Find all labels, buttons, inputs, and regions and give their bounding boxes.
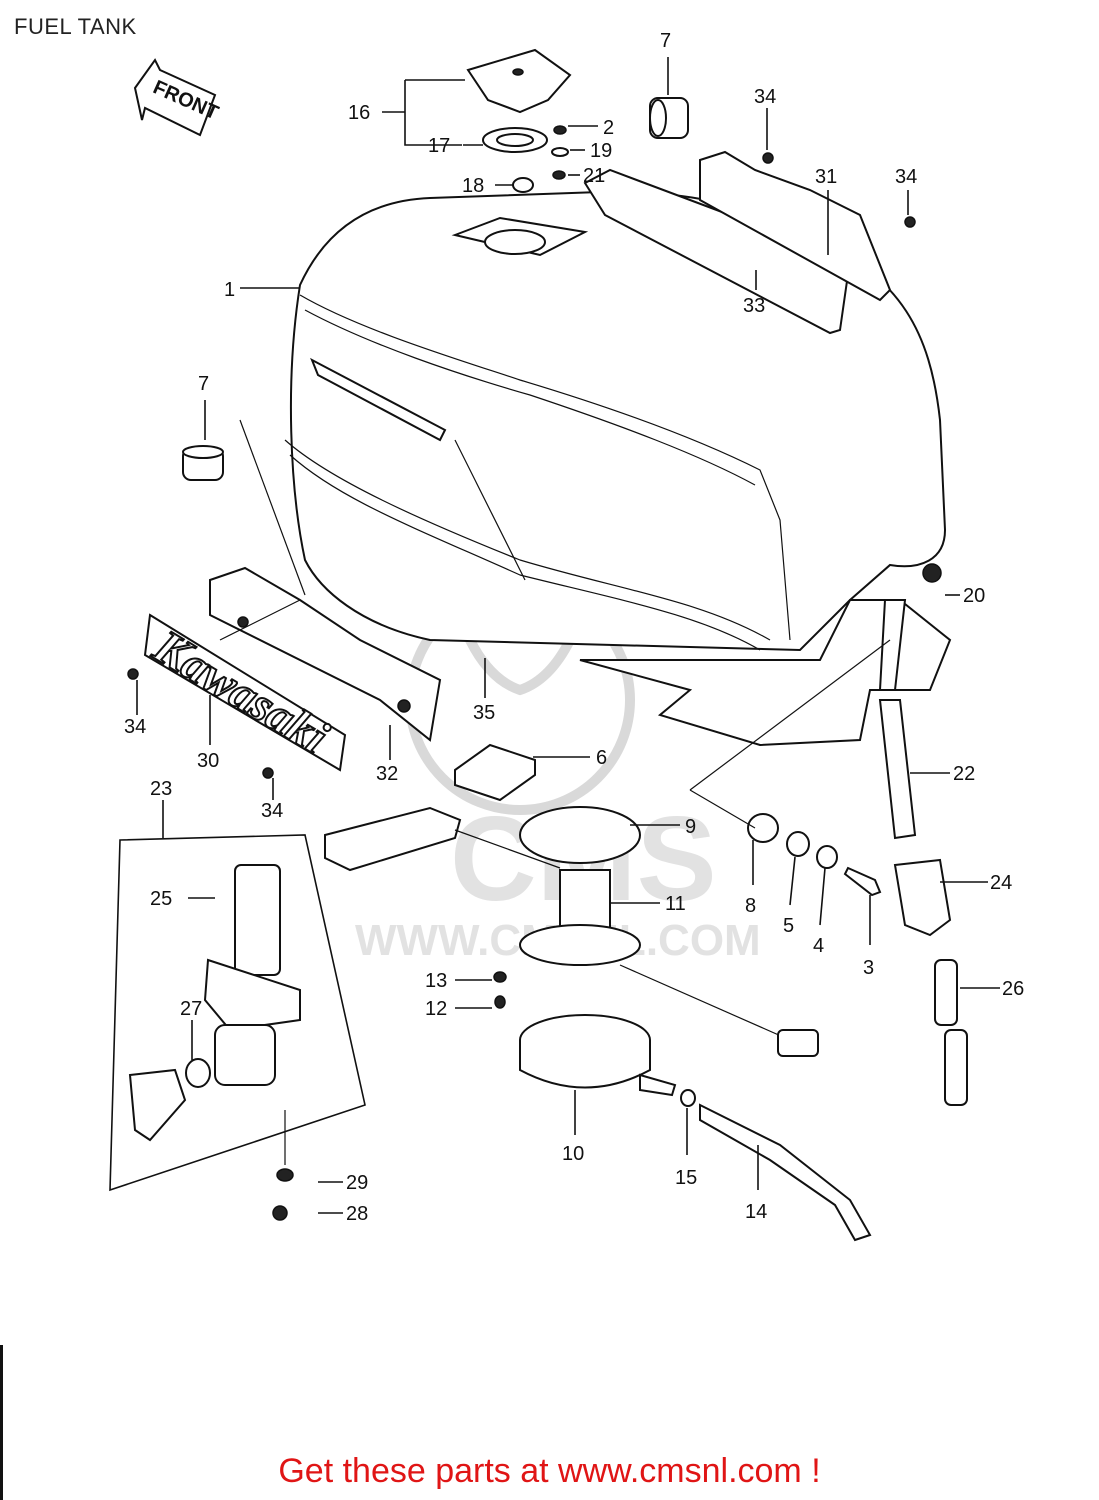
callout-2: 2 <box>603 117 614 139</box>
callout-34-top: 34 <box>754 86 776 108</box>
callout-4: 4 <box>813 935 824 957</box>
hoses <box>699 599 968 1242</box>
callout-28: 28 <box>346 1203 368 1225</box>
fuel-petcock-assembly <box>109 834 366 1221</box>
gas-cap-assembly <box>466 48 572 193</box>
scan-edge-bar <box>0 1345 3 1500</box>
callout-35: 35 <box>473 702 495 724</box>
callout-15: 15 <box>675 1167 697 1189</box>
callout-25: 25 <box>150 888 172 910</box>
callout-labels: 1 2 3 4 5 6 7 7 8 9 10 11 12 13 14 15 16… <box>124 30 1024 1225</box>
callout-13: 13 <box>425 970 447 992</box>
callout-27: 27 <box>180 998 202 1020</box>
callout-20: 20 <box>963 585 985 607</box>
callout-16: 16 <box>348 102 370 124</box>
callout-23: 23 <box>150 778 172 800</box>
grommet-screw-stack <box>747 813 882 897</box>
callout-26: 26 <box>1002 978 1024 1000</box>
callout-3: 3 <box>863 957 874 979</box>
callout-5: 5 <box>783 915 794 937</box>
callout-34-mid: 34 <box>261 800 283 822</box>
callout-8: 8 <box>745 895 756 917</box>
rear-cover-31 <box>583 150 892 335</box>
callout-14: 14 <box>745 1201 767 1223</box>
strainer-cup <box>519 1014 677 1097</box>
callout-31: 31 <box>815 166 837 188</box>
callout-12: 12 <box>425 998 447 1020</box>
callout-22: 22 <box>953 763 975 785</box>
callout-29: 29 <box>346 1172 368 1194</box>
callout-18: 18 <box>462 175 484 197</box>
fasteners <box>127 152 942 1107</box>
side-panel-35 <box>209 566 442 742</box>
callout-10: 10 <box>562 1143 584 1165</box>
callout-9: 9 <box>685 816 696 838</box>
leader-lines <box>136 57 1000 1214</box>
callout-21: 21 <box>583 165 605 187</box>
callout-24: 24 <box>990 872 1012 894</box>
front-arrow-icon: FRONT <box>133 58 222 137</box>
rubber-damper <box>182 97 689 481</box>
callout-17: 17 <box>428 135 450 157</box>
page-title: FUEL TANK <box>14 14 137 39</box>
cushion-6 <box>454 743 536 802</box>
callout-33: 33 <box>743 295 765 317</box>
callout-34-left: 34 <box>124 716 146 738</box>
callout-1: 1 <box>224 279 235 301</box>
callout-11: 11 <box>665 893 686 915</box>
callout-34-right: 34 <box>895 166 917 188</box>
callout-19: 19 <box>590 140 612 162</box>
fuel-level-sender <box>324 806 819 1057</box>
callout-32: 32 <box>376 763 398 785</box>
footer-cta-link[interactable]: Get these parts at www.cmsnl.com ! <box>278 1452 821 1490</box>
callout-30: 30 <box>197 750 219 772</box>
callout-7-top: 7 <box>660 30 671 52</box>
callout-7-left: 7 <box>198 373 209 395</box>
callout-6: 6 <box>596 747 607 769</box>
